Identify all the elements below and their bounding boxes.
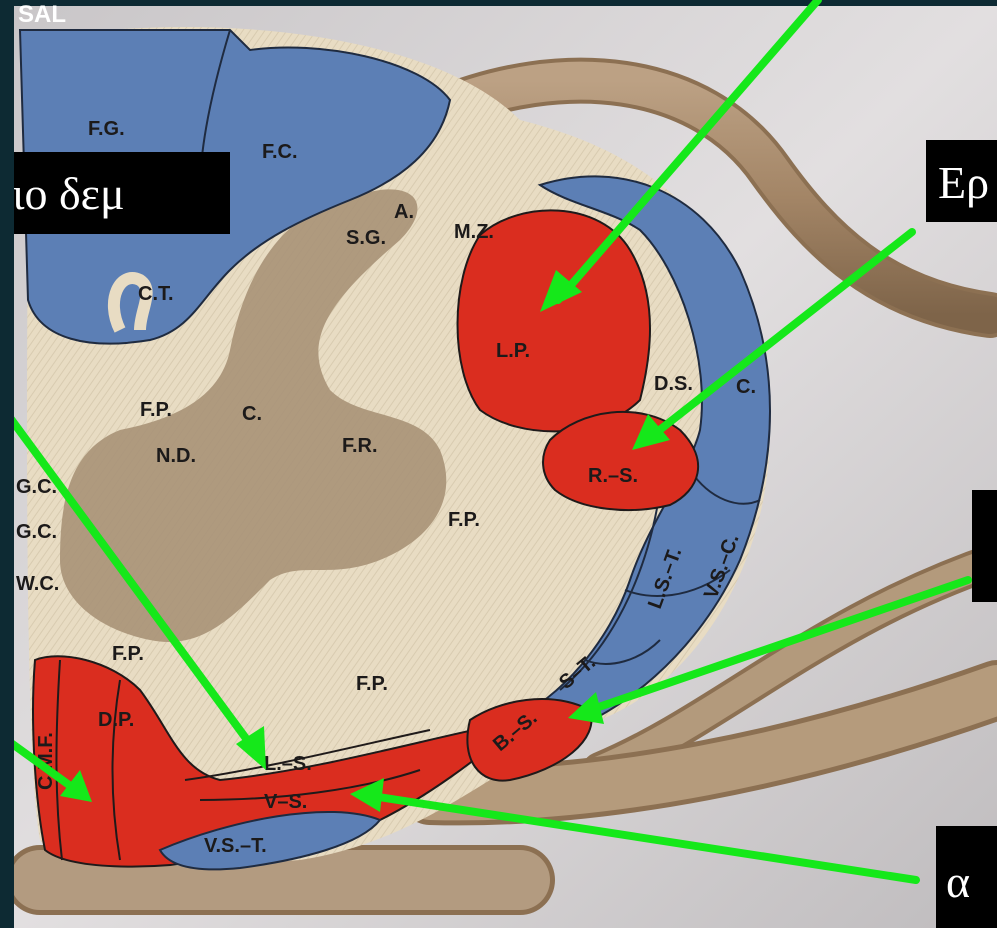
label-vst: V.S.–T. xyxy=(204,835,267,857)
corner-label: SAL xyxy=(18,1,66,28)
callout-boxes: αιο δεμ Ερ α xyxy=(0,140,997,928)
arrow-to-bs xyxy=(586,576,972,714)
arrow-to-vs xyxy=(368,792,920,884)
arrowhead-vs xyxy=(350,778,384,812)
label-c-right: C. xyxy=(736,376,756,398)
label-fc: F.C. xyxy=(262,141,298,163)
bulbospinal-tract xyxy=(466,698,593,782)
label-ds: D.S. xyxy=(654,373,693,395)
arrow-to-lp xyxy=(554,0,822,304)
grey-matter xyxy=(60,189,447,642)
label-fp-bottom: F.P. xyxy=(356,673,388,695)
callout-left-text: αιο δεμ xyxy=(0,168,125,219)
left-frame-edge-2 xyxy=(0,0,14,152)
arrow-to-rs xyxy=(648,228,916,440)
label-vs: V–S. xyxy=(264,791,307,813)
callout-right-bottom-box xyxy=(936,826,997,928)
label-fp-low: F.P. xyxy=(112,643,144,665)
left-frame-edge xyxy=(0,0,14,928)
label-fp-mid: F.P. xyxy=(448,509,480,531)
anterior-red-complex xyxy=(32,655,524,868)
label-a: A. xyxy=(394,201,414,223)
dorsal-funiculus xyxy=(18,29,452,345)
label-gc1: G.C. xyxy=(16,476,57,498)
label-fg: F.G. xyxy=(88,118,125,140)
label-wc: W.C. xyxy=(16,573,59,595)
label-ct: C.T. xyxy=(138,283,174,305)
arrow-to-ls xyxy=(4,411,260,756)
pointer-arrows xyxy=(0,0,972,884)
label-gc2: G.C. xyxy=(16,521,57,543)
label-rs: R.–S. xyxy=(588,465,638,487)
callout-right-bottom-text: α xyxy=(946,856,970,907)
callout-right-mid-box xyxy=(972,490,997,602)
ventral-spinothalamic-tract xyxy=(158,811,382,871)
label-c-center: C. xyxy=(242,403,262,425)
arrowhead-lp xyxy=(540,270,582,312)
label-ls: L.–S. xyxy=(264,753,312,775)
arrowhead-dp xyxy=(60,770,92,802)
arrowhead-bs xyxy=(568,692,604,724)
label-dp: D.P. xyxy=(98,709,134,731)
arrowhead-rs xyxy=(632,414,670,450)
label-lp: L.P. xyxy=(496,340,530,362)
label-nd: N.D. xyxy=(156,445,196,467)
callout-right-top-box xyxy=(926,140,997,222)
callout-right-top-text: Ερ xyxy=(938,157,989,208)
lateral-pyramidal-tract xyxy=(456,209,651,433)
label-sg: S.G. xyxy=(346,227,386,249)
rubrospinal-tract xyxy=(542,410,699,511)
label-mz: M.Z. xyxy=(454,221,494,243)
label-fp-left: F.P. xyxy=(140,399,172,421)
arrowhead-ls xyxy=(236,726,266,770)
callout-left-box xyxy=(0,152,230,234)
label-fr: F.R. xyxy=(342,435,378,457)
nerve-roots xyxy=(5,57,997,915)
